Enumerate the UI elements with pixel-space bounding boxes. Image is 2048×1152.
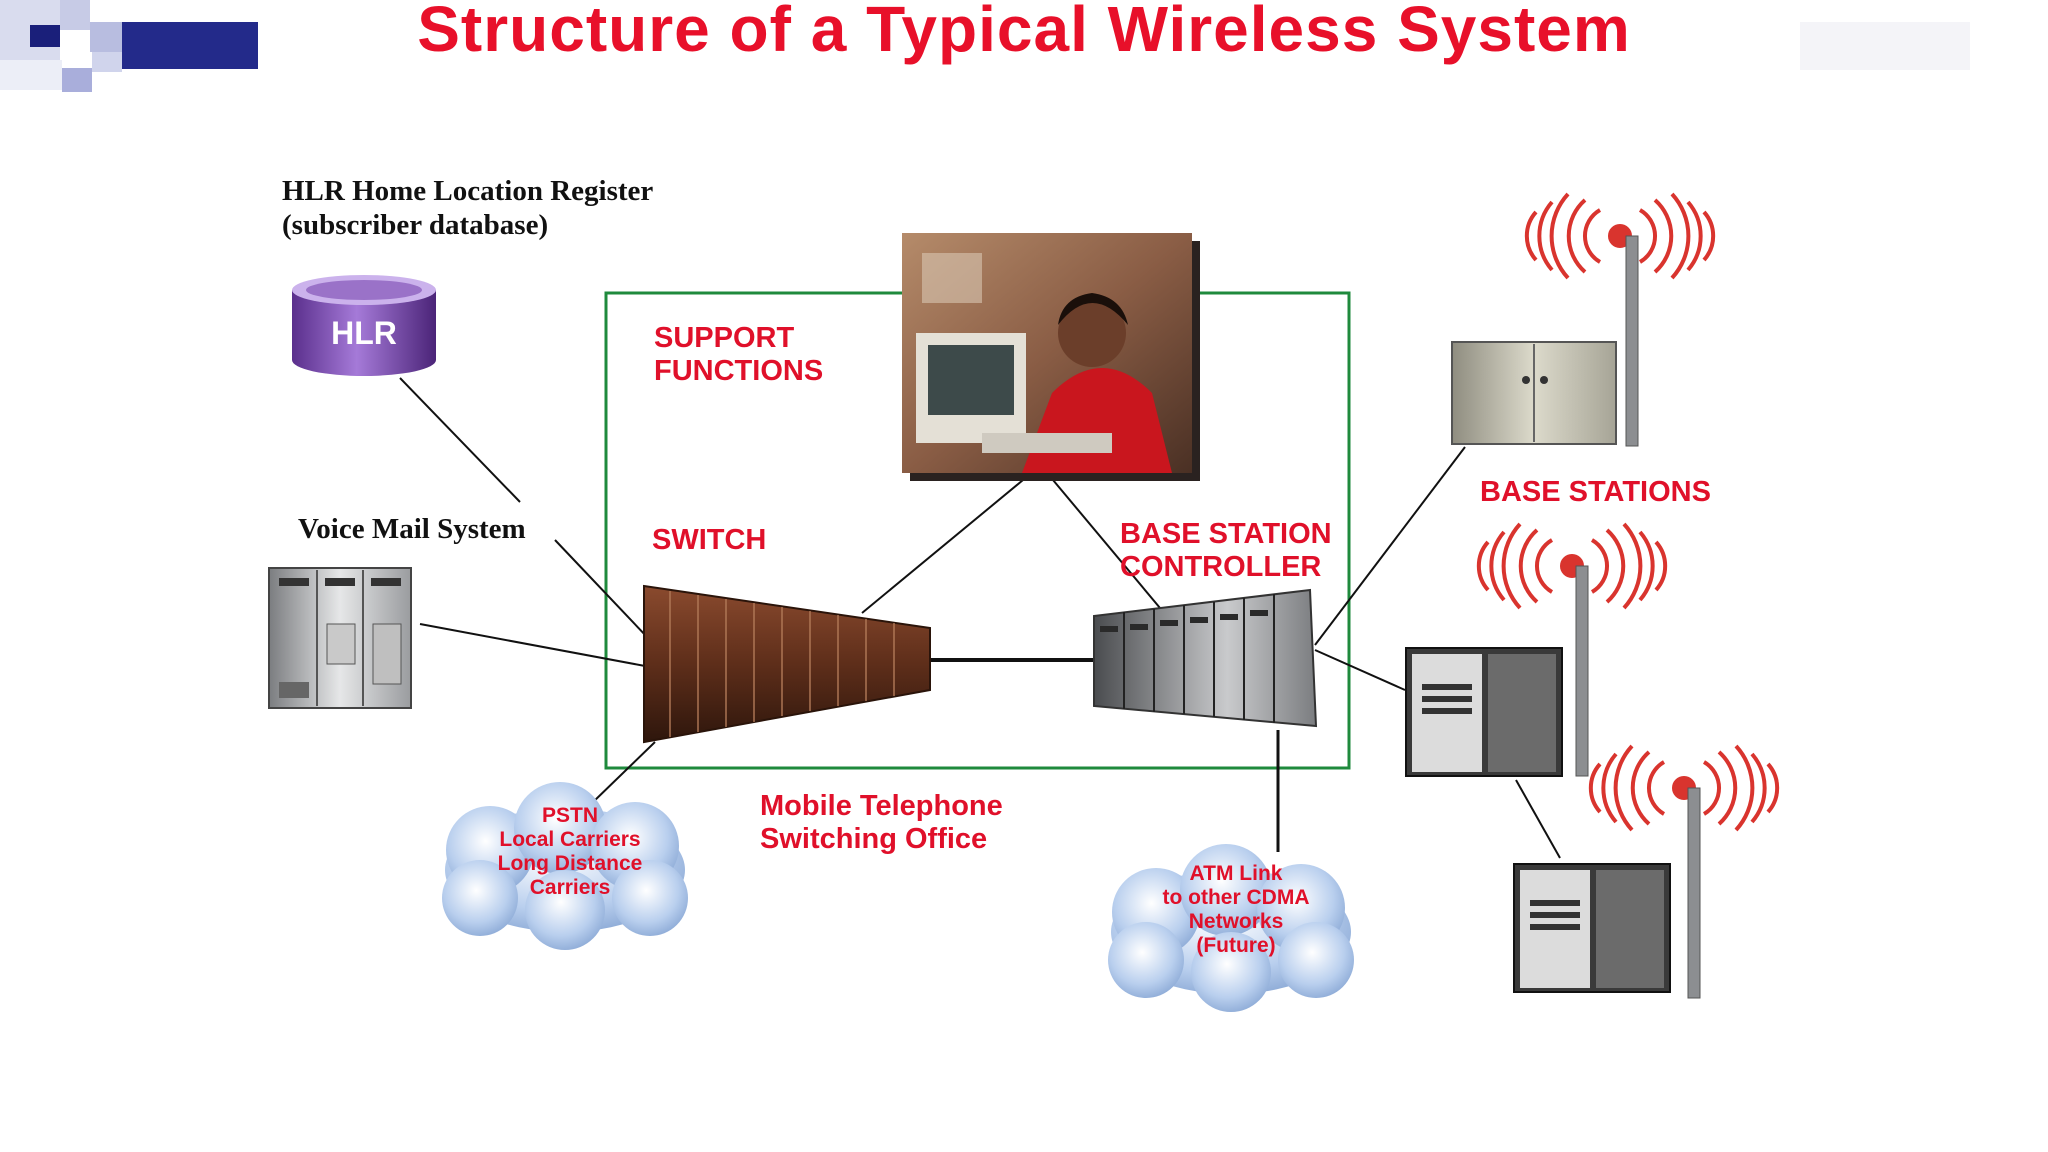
support-line-2: FUNCTIONS — [654, 355, 824, 387]
operator-photo-icon — [902, 233, 1200, 481]
slide-title: Structure of a Typical Wireless System — [417, 0, 1631, 65]
hlr-description: HLR Home Location Register (subscriber d… — [282, 174, 653, 242]
atm-line-4: (Future) — [1196, 934, 1276, 957]
base-station-cabinet-icon — [1451, 341, 1617, 445]
atm-line-3: Networks — [1188, 910, 1284, 933]
faint-corner-box — [1800, 22, 1970, 70]
switch-label: SWITCH — [652, 524, 767, 556]
switch-cabinet-icon — [643, 584, 931, 744]
cloud-icon — [442, 782, 688, 950]
atm-cloud-text: ATM Link to other CDMA Networks (Future) — [1086, 862, 1386, 958]
hlr-title-label: HLR Home Location Register — [282, 175, 654, 207]
mtso-line-2: Switching Office — [760, 823, 988, 855]
radio-waves-icon — [1588, 744, 1780, 832]
controller-rack-icon — [1093, 588, 1318, 728]
support-line-1: SUPPORT — [654, 322, 795, 354]
voice-mail-label: Voice Mail System — [298, 513, 526, 545]
base-station-cabinet-icon — [1513, 863, 1671, 993]
hlr-cylinder-label: HLR — [331, 315, 397, 351]
bsc-label: BASE STATION CONTROLLER — [1120, 518, 1332, 584]
radio-waves-icon — [1476, 522, 1668, 610]
bsc-line-2: CONTROLLER — [1120, 551, 1322, 583]
pstn-line-1: PSTN — [541, 804, 598, 827]
atm-line-1: ATM Link — [1189, 862, 1283, 885]
mtso-line-1: Mobile Telephone — [760, 790, 1003, 822]
mtso-label: Mobile Telephone Switching Office — [760, 790, 1003, 856]
database-cylinder-icon: HLR — [292, 275, 436, 376]
server-rack-icon — [268, 567, 412, 709]
pstn-line-3: Long Distance — [497, 852, 643, 875]
pstn-line-4: Carriers — [529, 876, 611, 899]
logo-squares-icon — [0, 0, 258, 92]
pstn-cloud-text: PSTN Local Carriers Long Distance Carrie… — [420, 804, 720, 900]
pstn-line-2: Local Carriers — [499, 828, 641, 851]
hlr-subtitle-label: (subscriber database) — [282, 209, 549, 241]
bsc-line-1: BASE STATION — [1120, 518, 1332, 550]
radio-waves-icon — [1524, 192, 1716, 280]
base-stations-label: BASE STATIONS — [1480, 476, 1711, 508]
atm-line-2: to other CDMA — [1162, 886, 1310, 909]
cloud-icon — [1108, 844, 1354, 1012]
base-station-cabinet-icon — [1405, 647, 1563, 777]
support-functions-label: SUPPORT FUNCTIONS — [654, 322, 823, 388]
